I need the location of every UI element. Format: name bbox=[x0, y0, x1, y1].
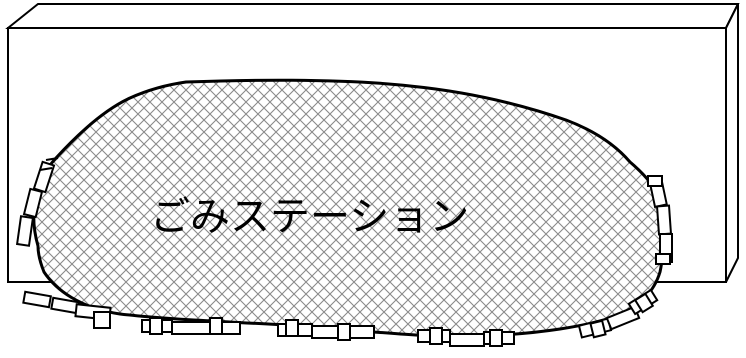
wall-side-face bbox=[725, 3, 739, 283]
weight-bottom-1 bbox=[22, 290, 112, 329]
weight-bottom-3 bbox=[277, 319, 375, 341]
weight-right bbox=[647, 175, 673, 265]
wall-top-face bbox=[5, 3, 740, 29]
weight-left bbox=[15, 157, 59, 247]
weight-bottom-5 bbox=[577, 288, 659, 339]
station-label: ごみステーション bbox=[150, 194, 469, 240]
weight-bottom-2 bbox=[141, 317, 241, 335]
weight-bottom-4 bbox=[417, 327, 515, 347]
net-weights bbox=[15, 157, 673, 347]
